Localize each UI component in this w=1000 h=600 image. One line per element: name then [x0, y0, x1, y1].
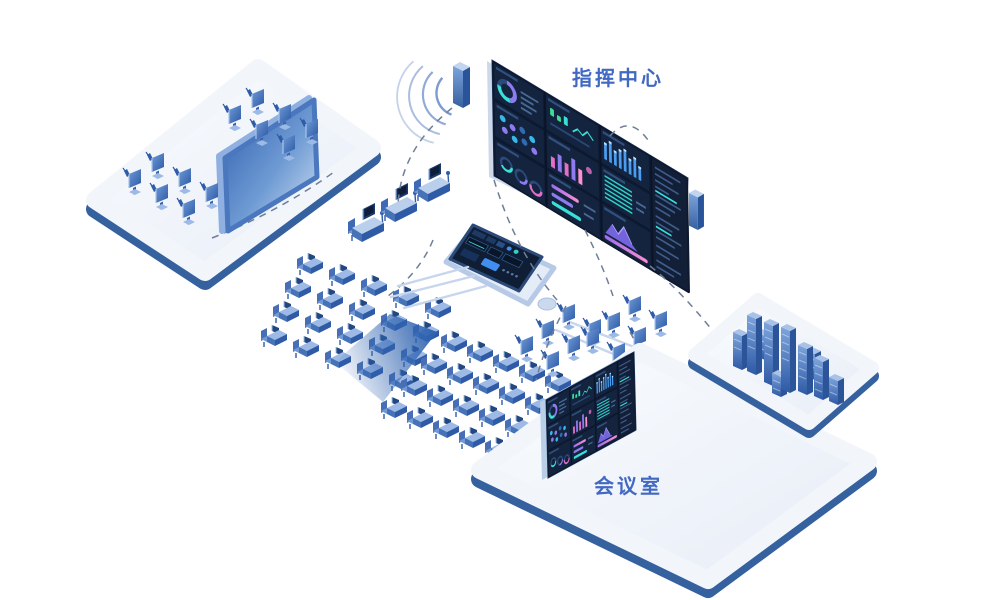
desk-unit: [406, 406, 434, 430]
building-tower: [733, 329, 748, 370]
desk-unit: [426, 384, 454, 408]
connector-dashed-pillar-operators: [397, 107, 453, 207]
desk-unit: [272, 300, 300, 324]
desk-unit: [316, 287, 344, 311]
city-platform: [688, 293, 879, 438]
building-tower: [814, 355, 829, 400]
connector-dashed-operators-desks: [387, 239, 434, 297]
meeting-platform: [471, 343, 877, 598]
desk-unit: [452, 394, 480, 418]
terminal-unit: [601, 310, 621, 339]
desk-unit: [446, 362, 474, 386]
control-console: [443, 223, 557, 311]
building-tower: [781, 324, 796, 393]
desk-unit: [296, 252, 324, 276]
console-widgets: [459, 229, 524, 278]
walkway-ramp: [335, 314, 437, 402]
command-center-wall: [487, 60, 690, 294]
desk-unit: [360, 274, 388, 298]
terminal-unit: [648, 309, 668, 338]
terminal-unit: [535, 318, 555, 347]
building-tower: [829, 374, 844, 405]
training-platform: [86, 59, 381, 290]
terminal-unit: [622, 294, 642, 323]
operator-desk-row: [347, 162, 451, 243]
building-cluster: [733, 312, 844, 405]
wifi-waves: [396, 60, 452, 144]
desk-unit: [492, 350, 520, 374]
desk-unit: [292, 335, 320, 359]
speaker-pillar-left: [453, 62, 470, 108]
command-center-label: 指挥中心: [572, 68, 664, 90]
desk-unit: [380, 396, 408, 420]
desk-unit: [472, 372, 500, 396]
terminal-unit: [561, 333, 581, 362]
connector-dashed-wall-top: [609, 125, 649, 141]
building-tower: [798, 342, 813, 395]
desk-unit: [432, 416, 460, 440]
desk-unit: [458, 426, 486, 450]
operator-desk: [347, 202, 385, 243]
desk-unit: [518, 360, 546, 384]
desk-unit: [328, 263, 356, 287]
desk-unit: [478, 404, 506, 428]
meeting-room-label: 会议室: [594, 476, 663, 498]
operator-desk: [413, 162, 451, 203]
meeting-dashboard-screen: [540, 350, 638, 480]
speaker-pillar-right: [689, 189, 704, 230]
desk-unit: [260, 324, 288, 348]
desk-unit: [284, 276, 312, 300]
desk-unit: [348, 298, 376, 322]
desk-unit: [440, 330, 468, 354]
operator-desk: [380, 182, 418, 223]
desk-unit: [498, 382, 526, 406]
terminal-unit: [514, 334, 534, 363]
desk-unit: [466, 340, 494, 364]
desk-unit: [304, 311, 332, 335]
building-tower: [747, 312, 762, 375]
